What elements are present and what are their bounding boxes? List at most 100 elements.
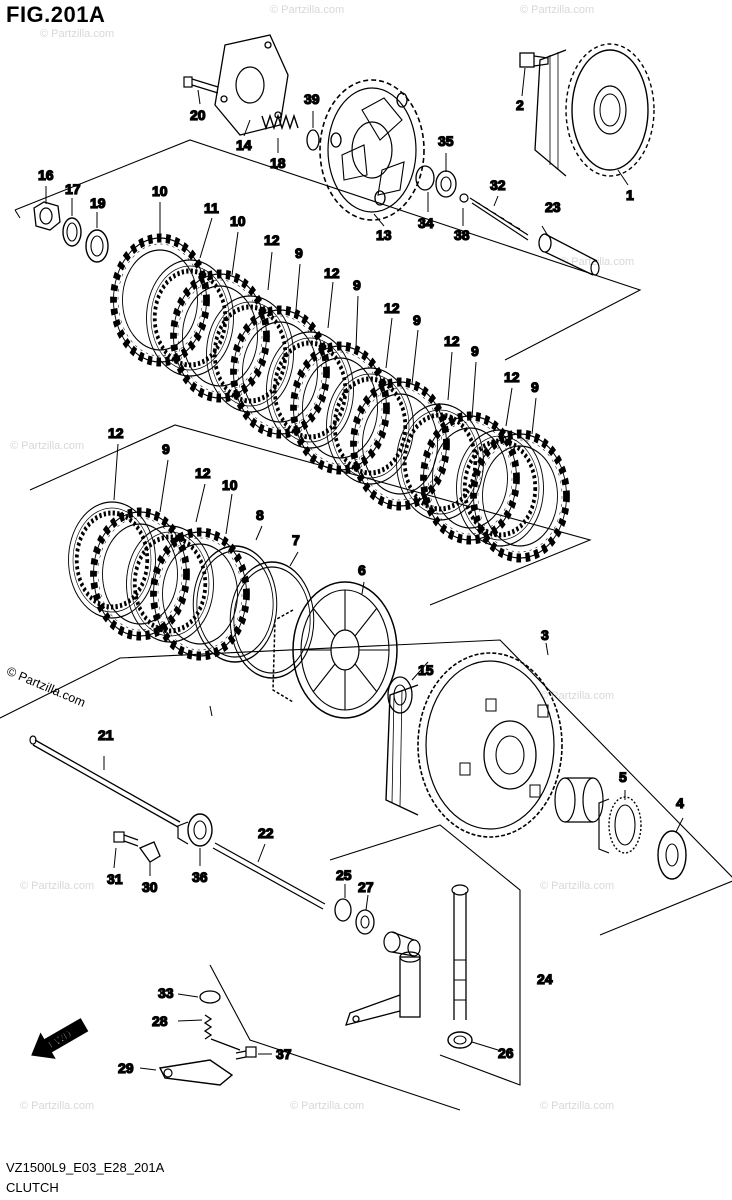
part-bearing-27	[355, 909, 375, 935]
callout-12: 12	[195, 465, 211, 481]
callout-33: 33	[158, 985, 174, 1001]
callout-37: 37	[276, 1046, 292, 1062]
part-washer-4	[657, 830, 687, 880]
callout-12: 12	[444, 333, 460, 349]
watermark: © Partzilla.com	[40, 28, 115, 40]
callout-3: 3	[541, 627, 549, 643]
callout-9: 9	[413, 312, 421, 328]
callout-12: 12	[264, 232, 280, 248]
watermark: © Partzilla.com	[520, 4, 595, 16]
part-bolt-37	[235, 1046, 257, 1060]
part-primary-driven-gear	[385, 652, 563, 838]
callout-12: 12	[384, 300, 400, 316]
watermark: © Partzilla.com	[20, 880, 95, 892]
part-push-piece-23	[538, 233, 600, 276]
callout-17: 17	[65, 181, 81, 197]
callout-26: 26	[498, 1045, 514, 1061]
callout-10: 10	[222, 477, 238, 493]
callout-27: 27	[358, 879, 374, 895]
callout-6: 6	[358, 562, 366, 578]
part-release-arm	[345, 951, 421, 1026]
fwd-arrow: FWD	[31, 1018, 89, 1059]
callout-23: 23	[545, 199, 561, 215]
callout-8: 8	[256, 507, 264, 523]
watermark: © Partzilla.com	[540, 880, 615, 892]
callout-32: 32	[490, 177, 506, 193]
upper-plate-group-box	[14, 139, 642, 361]
callout-20: 20	[190, 107, 206, 123]
fwd-label: FWD	[46, 1028, 74, 1051]
part-spacer-sleeve	[554, 777, 604, 823]
part-bolt-20	[183, 76, 219, 94]
part-lever-29	[158, 1059, 234, 1086]
callout-1: 1	[626, 187, 634, 203]
callout-34: 34	[418, 215, 434, 231]
callout-12: 12	[324, 265, 340, 281]
callout-35: 35	[438, 133, 454, 149]
callout-12: 12	[108, 425, 124, 441]
callout-11: 11	[204, 200, 219, 216]
part-return-spring-28	[203, 1014, 241, 1051]
diagram-code: VZ1500L9_E03_E28_201A	[6, 1160, 165, 1175]
leader-lines	[45, 67, 684, 1071]
callout-9: 9	[471, 343, 479, 359]
part-bearing-35	[435, 170, 457, 198]
part-ball-38	[459, 193, 469, 203]
callout-38: 38	[454, 227, 470, 243]
callout-28: 28	[152, 1013, 168, 1029]
callout-13: 13	[376, 227, 392, 243]
watermark: © Partzilla.com	[10, 440, 85, 452]
callout-19: 19	[90, 195, 106, 211]
callout-18: 18	[270, 155, 286, 171]
callout-22: 22	[258, 825, 274, 841]
watermark: © Partzilla.com	[540, 1100, 615, 1112]
callout-9: 9	[531, 379, 539, 395]
part-needle-bearing-5	[598, 796, 642, 854]
part-lifter-plate	[214, 34, 289, 136]
callout-4: 4	[676, 795, 684, 811]
part-washer-17	[62, 217, 82, 247]
callout-9: 9	[162, 441, 170, 457]
callout-12: 12	[504, 369, 520, 385]
callout-9: 9	[353, 277, 361, 293]
part-nut-16	[33, 201, 61, 231]
part-oil-seal-36	[177, 813, 213, 847]
diagram-name: CLUTCH	[6, 1180, 59, 1195]
part-clamp-30	[139, 841, 161, 863]
part-pressure-plate	[319, 79, 425, 221]
callout-10: 10	[152, 183, 168, 199]
part-bolt-2	[519, 52, 549, 68]
part-bolt-31	[113, 831, 139, 847]
callout-7: 7	[292, 532, 300, 548]
callout-36: 36	[192, 869, 208, 885]
part-push-rod-32	[469, 197, 529, 241]
callout-10: 10	[230, 213, 246, 229]
middle-plate-group-box	[29, 424, 592, 606]
part-clutch-sleeve-hub	[272, 581, 398, 719]
callout-24: 24	[537, 971, 553, 987]
watermark: © Partzilla.com	[20, 1100, 95, 1112]
lever-group-box	[209, 964, 461, 1111]
release-assembly-box	[329, 824, 521, 1086]
figure-title: FIG.201A	[6, 2, 106, 27]
callout-29: 29	[118, 1060, 134, 1076]
part-washer-34	[415, 165, 435, 191]
callout-30: 30	[142, 879, 158, 895]
part-oil-seal-26	[447, 1031, 473, 1049]
callout-14: 14	[236, 137, 252, 153]
watermark: © Partzilla.com	[270, 4, 345, 16]
watermark: © Partzilla.com	[290, 1100, 365, 1112]
callout-16: 16	[38, 167, 54, 183]
part-washer-39	[306, 129, 320, 151]
part-washer-19	[85, 229, 109, 263]
part-release-shaft	[451, 884, 469, 1020]
callout-2: 2	[516, 97, 524, 113]
callout-9: 9	[295, 245, 303, 261]
callout-25: 25	[336, 867, 352, 883]
callout-15: 15	[418, 662, 434, 678]
part-clutch-housing	[534, 43, 655, 177]
part-push-rod-22	[212, 842, 326, 910]
lower-assembly-box	[0, 639, 732, 936]
